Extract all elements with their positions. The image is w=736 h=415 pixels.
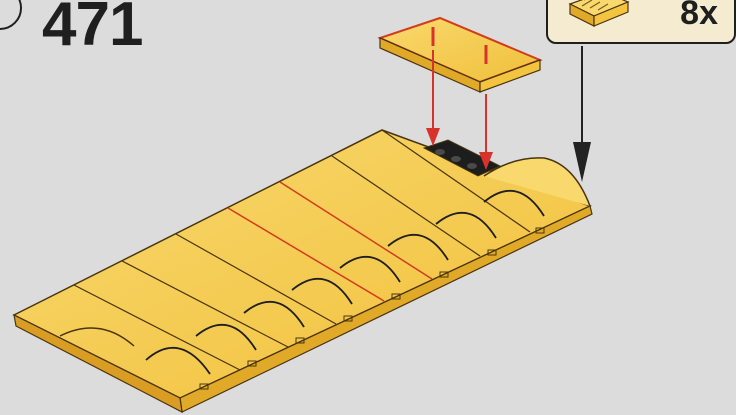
roof-panel-assembly bbox=[14, 130, 592, 412]
down-arrow-icon bbox=[573, 46, 591, 182]
tile-brick bbox=[380, 18, 540, 92]
